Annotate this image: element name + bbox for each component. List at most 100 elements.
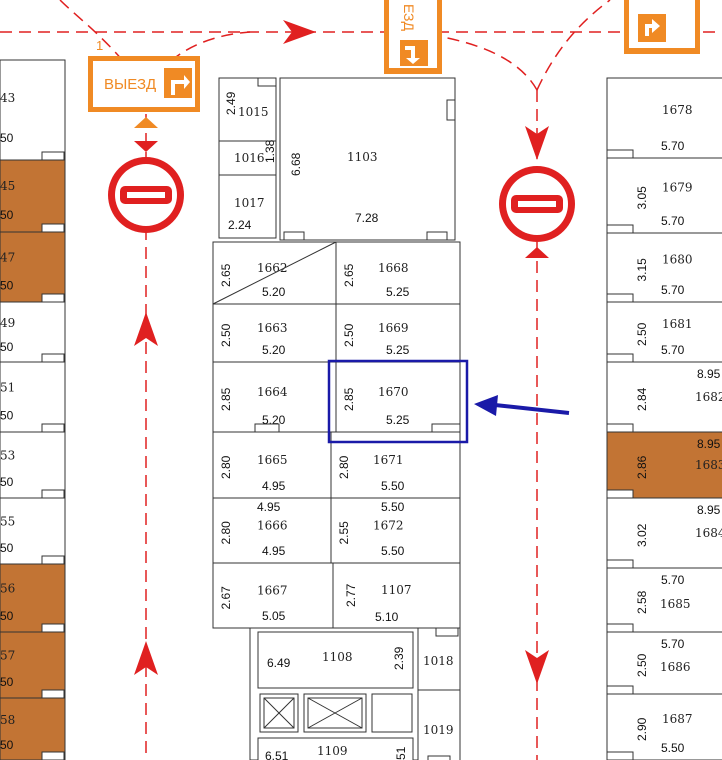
- room-1019: 1019: [417, 689, 461, 760]
- space-number: 56: [0, 582, 15, 596]
- space-width: 3.05: [635, 186, 649, 210]
- space-number: 1679: [662, 181, 693, 195]
- space-number: 51: [0, 380, 15, 394]
- svg-text:1.38: 1.38: [263, 139, 277, 163]
- space-length: 50: [0, 738, 14, 752]
- space-width: 2.85: [219, 387, 233, 411]
- turn-right-arrow-icon: [638, 14, 666, 42]
- exit-sign: 1 ВЫЕЗД: [88, 38, 200, 128]
- turn-right-arrow-icon: [164, 68, 192, 98]
- space-number: 1685: [660, 597, 691, 611]
- space-number: 1666: [257, 519, 288, 533]
- space-number: 1678: [662, 103, 693, 117]
- exit-label: ВЫЕЗД: [104, 76, 156, 93]
- room-1107: 2.77 1107 5.10: [332, 562, 461, 629]
- space-width: 2.50: [219, 323, 233, 347]
- entry-sign-right: [624, 0, 700, 54]
- space-length: 50: [0, 340, 14, 354]
- room-1103: 6.68 1103 7.28: [279, 77, 456, 241]
- space-width: 2.50: [635, 653, 649, 677]
- space-length: 5.70: [661, 343, 685, 357]
- svg-text:1107: 1107: [381, 583, 412, 597]
- direction-arrow-icon: [525, 650, 549, 684]
- space-number: 1669: [378, 321, 409, 335]
- space-length: 50: [0, 278, 14, 292]
- svg-text:1109: 1109: [317, 744, 348, 758]
- space-number: 43: [0, 91, 15, 105]
- svg-text:2.49: 2.49: [224, 91, 238, 115]
- space-length: 8.95: [697, 367, 721, 381]
- room-1018: 1018: [417, 627, 461, 691]
- space-number: 1683: [695, 458, 722, 472]
- space-number: 1662: [257, 261, 288, 275]
- space-length: 50: [0, 208, 14, 222]
- svg-text:1018: 1018: [423, 654, 454, 668]
- space-width: 2.80: [337, 455, 351, 479]
- svg-text:6.49: 6.49: [267, 656, 291, 670]
- space-length: 5.50: [661, 741, 685, 755]
- space-number: 45: [0, 179, 15, 193]
- space-number: 1680: [662, 253, 693, 267]
- direction-arrow-icon: [134, 641, 158, 675]
- direction-arrow-icon: [283, 20, 316, 44]
- parking-space-43[interactable]: 43 50: [0, 59, 66, 161]
- space-width: 2.90: [635, 717, 649, 741]
- svg-text:6.51: 6.51: [265, 749, 289, 760]
- space-number: 53: [0, 449, 15, 463]
- room-1017: 1017 2.24: [218, 174, 277, 239]
- space-width: 2.50: [635, 322, 649, 346]
- space-width: 3.02: [635, 523, 649, 547]
- parking-space-1679[interactable]: 3.05 1679 5.70: [606, 157, 722, 234]
- space-width: 2.84: [635, 387, 649, 411]
- space-number: 57: [0, 649, 15, 663]
- space-width: 2.58: [635, 590, 649, 614]
- space-width: 2.85: [342, 387, 356, 411]
- space-length-top: 4.95: [257, 500, 281, 514]
- parking-space-1685[interactable]: 2.58 5.70 1685: [606, 567, 722, 633]
- space-length: 5.70: [661, 573, 685, 587]
- elevator-cross-icon: [259, 693, 413, 733]
- space-length: 5.70: [661, 214, 685, 228]
- space-number: 1682: [695, 390, 722, 404]
- space-number: 1667: [257, 584, 288, 598]
- svg-text:5.10: 5.10: [375, 610, 399, 624]
- svg-text:2.77: 2.77: [344, 583, 358, 607]
- parking-space-1682[interactable]: 2.84 8.95 1682: [606, 361, 722, 433]
- svg-text:7.28: 7.28: [355, 211, 379, 225]
- space-length: 50: [0, 475, 14, 489]
- space-length: 5.20: [262, 285, 286, 299]
- parking-space-45[interactable]: 45 50: [0, 159, 66, 233]
- space-length: 5.50: [381, 479, 405, 493]
- space-length: 5.25: [386, 343, 410, 357]
- space-number: 1686: [660, 660, 691, 674]
- space-length: 50: [0, 131, 14, 145]
- direction-arrow-icon: [525, 126, 549, 160]
- parking-space-53[interactable]: 53 50: [0, 431, 66, 499]
